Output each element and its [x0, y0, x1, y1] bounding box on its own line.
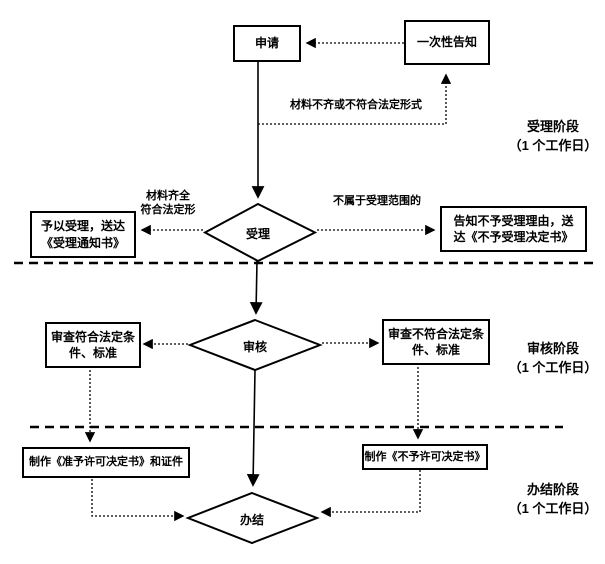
- edge-label-materials-complete-line1: 材料齐全: [146, 190, 190, 202]
- edge-label-materials-incomplete: 材料不齐或不符合法定形式: [290, 99, 422, 111]
- arrow-make-reject-to-finish: [320, 470, 421, 518]
- stage-complete-duration: （1 个工作日）: [508, 500, 598, 516]
- finish-diamond: [185, 491, 320, 545]
- node-make-grant-doc: 制作《准予许可决定书》和证件: [22, 447, 190, 478]
- arrow-incomplete-back-to-notice: [258, 73, 452, 125]
- finish-diamond-label: 办结: [239, 513, 264, 527]
- accept-diamond: [202, 202, 318, 263]
- edge-label-materials-complete-line2: 符合法定形: [140, 203, 196, 216]
- stage-accept-name: 受理阶段: [526, 119, 579, 134]
- stage-review-name: 审核阶段: [526, 341, 579, 356]
- stage-label-review: 审核阶段 （1 个工作日）: [503, 340, 603, 378]
- stage-review-duration: （1 个工作日）: [508, 359, 598, 375]
- stage-label-accept: 受理阶段 （1 个工作日）: [503, 118, 603, 156]
- stage-label-complete: 办结阶段 （1 个工作日）: [503, 481, 603, 519]
- node-review-pass: 审查符合法定条件、标准: [45, 322, 141, 368]
- node-apply: 申请: [233, 25, 301, 62]
- review-diamond: [187, 318, 323, 372]
- accept-diamond-label: 受理: [245, 227, 270, 241]
- node-one-time-notice: 一次性告知: [404, 20, 490, 65]
- stage-complete-name: 办结阶段: [526, 482, 579, 497]
- arrow-accept-to-review: [249, 260, 263, 315]
- stage-accept-duration: （1 个工作日）: [508, 137, 598, 153]
- edge-label-materials-complete: 材料齐全 符合法定形: [126, 190, 210, 218]
- edge-label-out-of-scope: 不属于受理范围的: [333, 195, 421, 207]
- node-grant-accept: 予以受理，送达《受理通知书》: [30, 211, 136, 258]
- node-reject-accept: 告知不予受理理由，送达《不予受理决定书》: [440, 206, 587, 252]
- node-make-reject-doc: 制作《不予许可决定书》: [362, 444, 488, 470]
- review-diamond-label: 审核: [242, 340, 267, 354]
- node-review-fail: 审查不符合法定条件、标准: [382, 319, 490, 365]
- arrow-make-grant-to-finish: [91, 479, 185, 522]
- arrow-review-to-finish: [246, 369, 260, 487]
